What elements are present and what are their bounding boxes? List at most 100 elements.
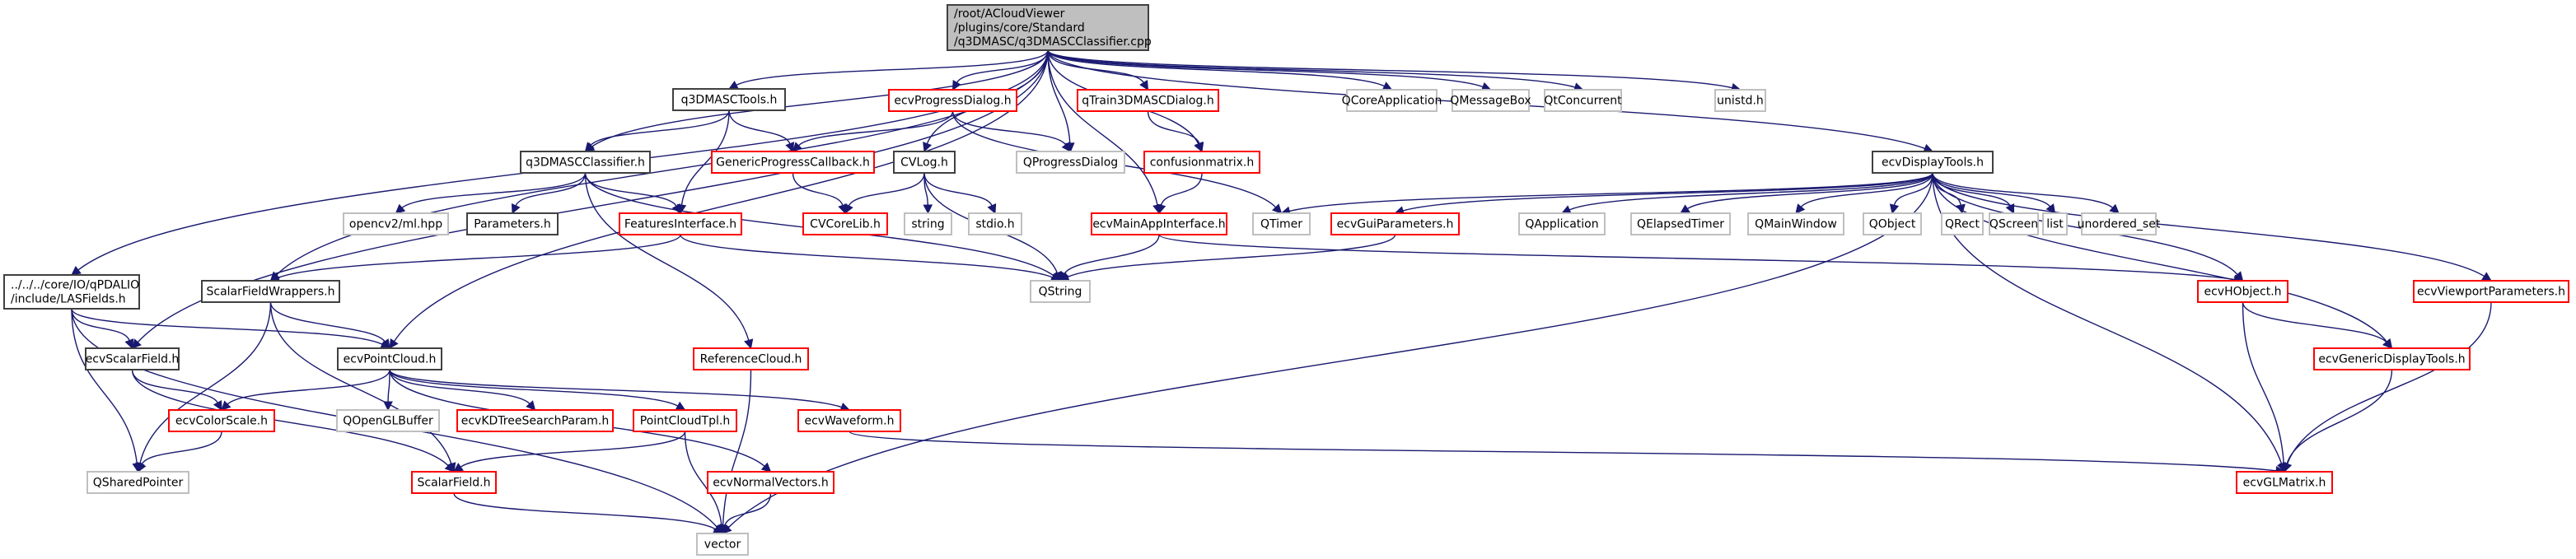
edge-features-interface-to-qstring xyxy=(680,234,1062,282)
node-label: QOpenGLBuffer xyxy=(343,415,433,428)
edge-ecv-display-tools-to-list xyxy=(1932,172,2056,214)
edge-ecv-normal-vectors-to-vector xyxy=(720,492,772,535)
arrowhead-icon xyxy=(526,400,536,411)
arrowhead-icon xyxy=(760,462,772,473)
node-box xyxy=(343,212,449,235)
node-label: QMessageBox xyxy=(1450,95,1531,108)
node-qt-concurrent: QtConcurrent xyxy=(1544,89,1622,112)
node-reference-cloud[interactable]: ReferenceCloud.h xyxy=(693,347,809,370)
node-point-cloud-tpl[interactable]: PointCloudTpl.h xyxy=(633,409,737,432)
edge-line xyxy=(727,172,1933,529)
node-ecv-glmatrix[interactable]: ecvGLMatrix.h xyxy=(2236,471,2333,494)
edge-line xyxy=(1047,49,1158,206)
edge-line xyxy=(227,369,390,405)
edge-ecv-color-scale-to-qshared-pointer xyxy=(137,431,222,473)
node-ecv-scalar-field[interactable]: ecvScalarField.h xyxy=(85,347,180,370)
edge-line xyxy=(71,308,130,341)
edge-line xyxy=(278,234,681,278)
node-parameters[interactable]: Parameters.h xyxy=(466,212,559,235)
edge-line xyxy=(680,109,730,206)
node-ecv-normal-vectors[interactable]: ecvNormalVectors.h xyxy=(707,471,835,494)
node-ecv-display-tools[interactable]: ecvDisplayTools.h xyxy=(1872,151,1994,174)
node-box xyxy=(336,409,440,432)
node-label: GenericProgressCallback.h xyxy=(716,156,870,170)
node-label: CVLog.h xyxy=(900,156,948,170)
node-label: ecvHObject.h xyxy=(2204,286,2281,299)
node-box xyxy=(947,4,1149,51)
node-box xyxy=(802,212,888,235)
edge-line xyxy=(269,301,386,342)
arrowhead-icon xyxy=(131,338,142,349)
node-features-interface[interactable]: FeaturesInterface.h xyxy=(619,212,742,235)
node-scalar-field-wrappers[interactable]: ScalarFieldWrappers.h xyxy=(201,280,340,303)
edge-root-to-unistd xyxy=(1047,49,1741,93)
node-ecv-generic-display-tools[interactable]: ecvGenericDisplayTools.h xyxy=(2313,347,2471,370)
node-box xyxy=(1747,212,1844,235)
node-qmessage-box: QMessageBox xyxy=(1450,89,1531,112)
node-label: QRect xyxy=(1945,218,1980,231)
node-q3-dmasctools[interactable]: q3DMASCTools.h xyxy=(672,88,786,111)
node-ecv-kdtree-search-param[interactable]: ecvKDTreeSearchParam.h xyxy=(456,409,614,432)
edge-root-to-qt-concurrent xyxy=(1047,49,1584,92)
node-ecv-color-scale[interactable]: ecvColorScale.h xyxy=(168,409,275,432)
node-ecv-gui-parameters[interactable]: ecvGuiParameters.h xyxy=(1330,212,1460,235)
arrowhead-icon xyxy=(844,203,853,215)
node-box xyxy=(2042,212,2068,235)
node-box xyxy=(86,471,189,494)
node-ecv-hobject[interactable]: ecvHObject.h xyxy=(2197,280,2288,303)
node-q3-dmascclassifier[interactable]: q3DMASCClassifier.h xyxy=(520,151,651,174)
node-label: /q3DMASC/q3DMASCClassifier.cpp xyxy=(954,35,1152,49)
edge-line xyxy=(131,369,218,403)
arrowhead-icon xyxy=(395,203,406,214)
arrowhead-icon xyxy=(671,203,681,214)
edge-ecv-scalar-field-to-ecv-color-scale xyxy=(131,369,222,411)
node-root[interactable]: /root/ACloudViewer/plugins/core/Standard… xyxy=(947,4,1152,51)
node-label: ecvPointCloud.h xyxy=(344,353,437,366)
edge-line xyxy=(460,431,686,468)
edge-line xyxy=(1289,172,1933,212)
node-qobject: QObject xyxy=(1863,212,1922,235)
node-unistd: unistd.h xyxy=(1714,89,1766,112)
edge-line xyxy=(1932,172,2485,277)
edge-q-train3-dmascdialog-to-confusionmatrix xyxy=(1147,110,1204,153)
node-label: QSharedPointer xyxy=(93,477,184,490)
node-qshared-pointer: QSharedPointer xyxy=(86,471,189,494)
edge-line xyxy=(1064,234,1160,274)
node-q-train3-dmascdialog[interactable]: qTrain3DMASCDialog.h xyxy=(1077,89,1219,112)
node-ecv-point-cloud[interactable]: ecvPointCloud.h xyxy=(337,347,442,370)
arrowhead-icon xyxy=(987,203,997,215)
node-label: vector xyxy=(704,538,741,552)
edge-line xyxy=(736,49,1049,86)
node-label: ecvScalarField.h xyxy=(86,353,180,366)
arrowhead-icon xyxy=(2109,203,2120,214)
node-box xyxy=(1077,89,1219,112)
edge-line xyxy=(387,369,390,403)
edge-ecv-point-cloud-to-ecv-kdtree-search-param xyxy=(389,369,536,411)
node-label: ecvGLMatrix.h xyxy=(2243,477,2326,490)
node-cvlog[interactable]: CVLog.h xyxy=(893,151,956,174)
node-label: ecvDisplayTools.h xyxy=(1882,156,1984,170)
node-scalar-field[interactable]: ScalarField.h xyxy=(411,471,497,494)
node-generic-progress-callback[interactable]: GenericProgressCallback.h xyxy=(711,151,875,174)
node-label: /include/LASFields.h xyxy=(11,293,126,306)
edge-line xyxy=(1047,49,1484,88)
node-vector: vector xyxy=(696,533,749,556)
node-ecv-waveform[interactable]: ecvWaveform.h xyxy=(797,409,901,432)
node-box xyxy=(168,409,275,432)
edge-ecv-display-tools-to-qmain-window xyxy=(1795,172,1933,214)
node-confusionmatrix[interactable]: confusionmatrix.h xyxy=(1143,151,1260,174)
node-label: ecvColorScale.h xyxy=(175,415,268,428)
edge-lasfields-to-ecv-point-cloud xyxy=(71,308,390,349)
node-ecv-main-app-interface[interactable]: ecvMainAppInterface.h xyxy=(1091,212,1227,235)
node-unordered-set: unordered_set xyxy=(2078,212,2161,235)
arrowhead-icon xyxy=(511,203,521,215)
edge-point-cloud-tpl-to-scalar-field xyxy=(453,431,686,473)
node-cvcore-lib[interactable]: CVCoreLib.h xyxy=(802,212,888,235)
edge-q3-dmascclassifier-to-features-interface xyxy=(584,172,681,214)
node-qmain-window: QMainWindow xyxy=(1747,212,1844,235)
node-ecv-progress-dialog[interactable]: ecvProgressDialog.h xyxy=(888,89,1017,112)
node-ecv-viewport-parameters[interactable]: ecvViewportParameters.h xyxy=(2413,280,2569,303)
node-label: ecvNormalVectors.h xyxy=(713,477,828,490)
node-box xyxy=(619,212,742,235)
node-lasfields[interactable]: ../../../core/IO/qPDALIO/include/LASFiel… xyxy=(3,274,140,310)
